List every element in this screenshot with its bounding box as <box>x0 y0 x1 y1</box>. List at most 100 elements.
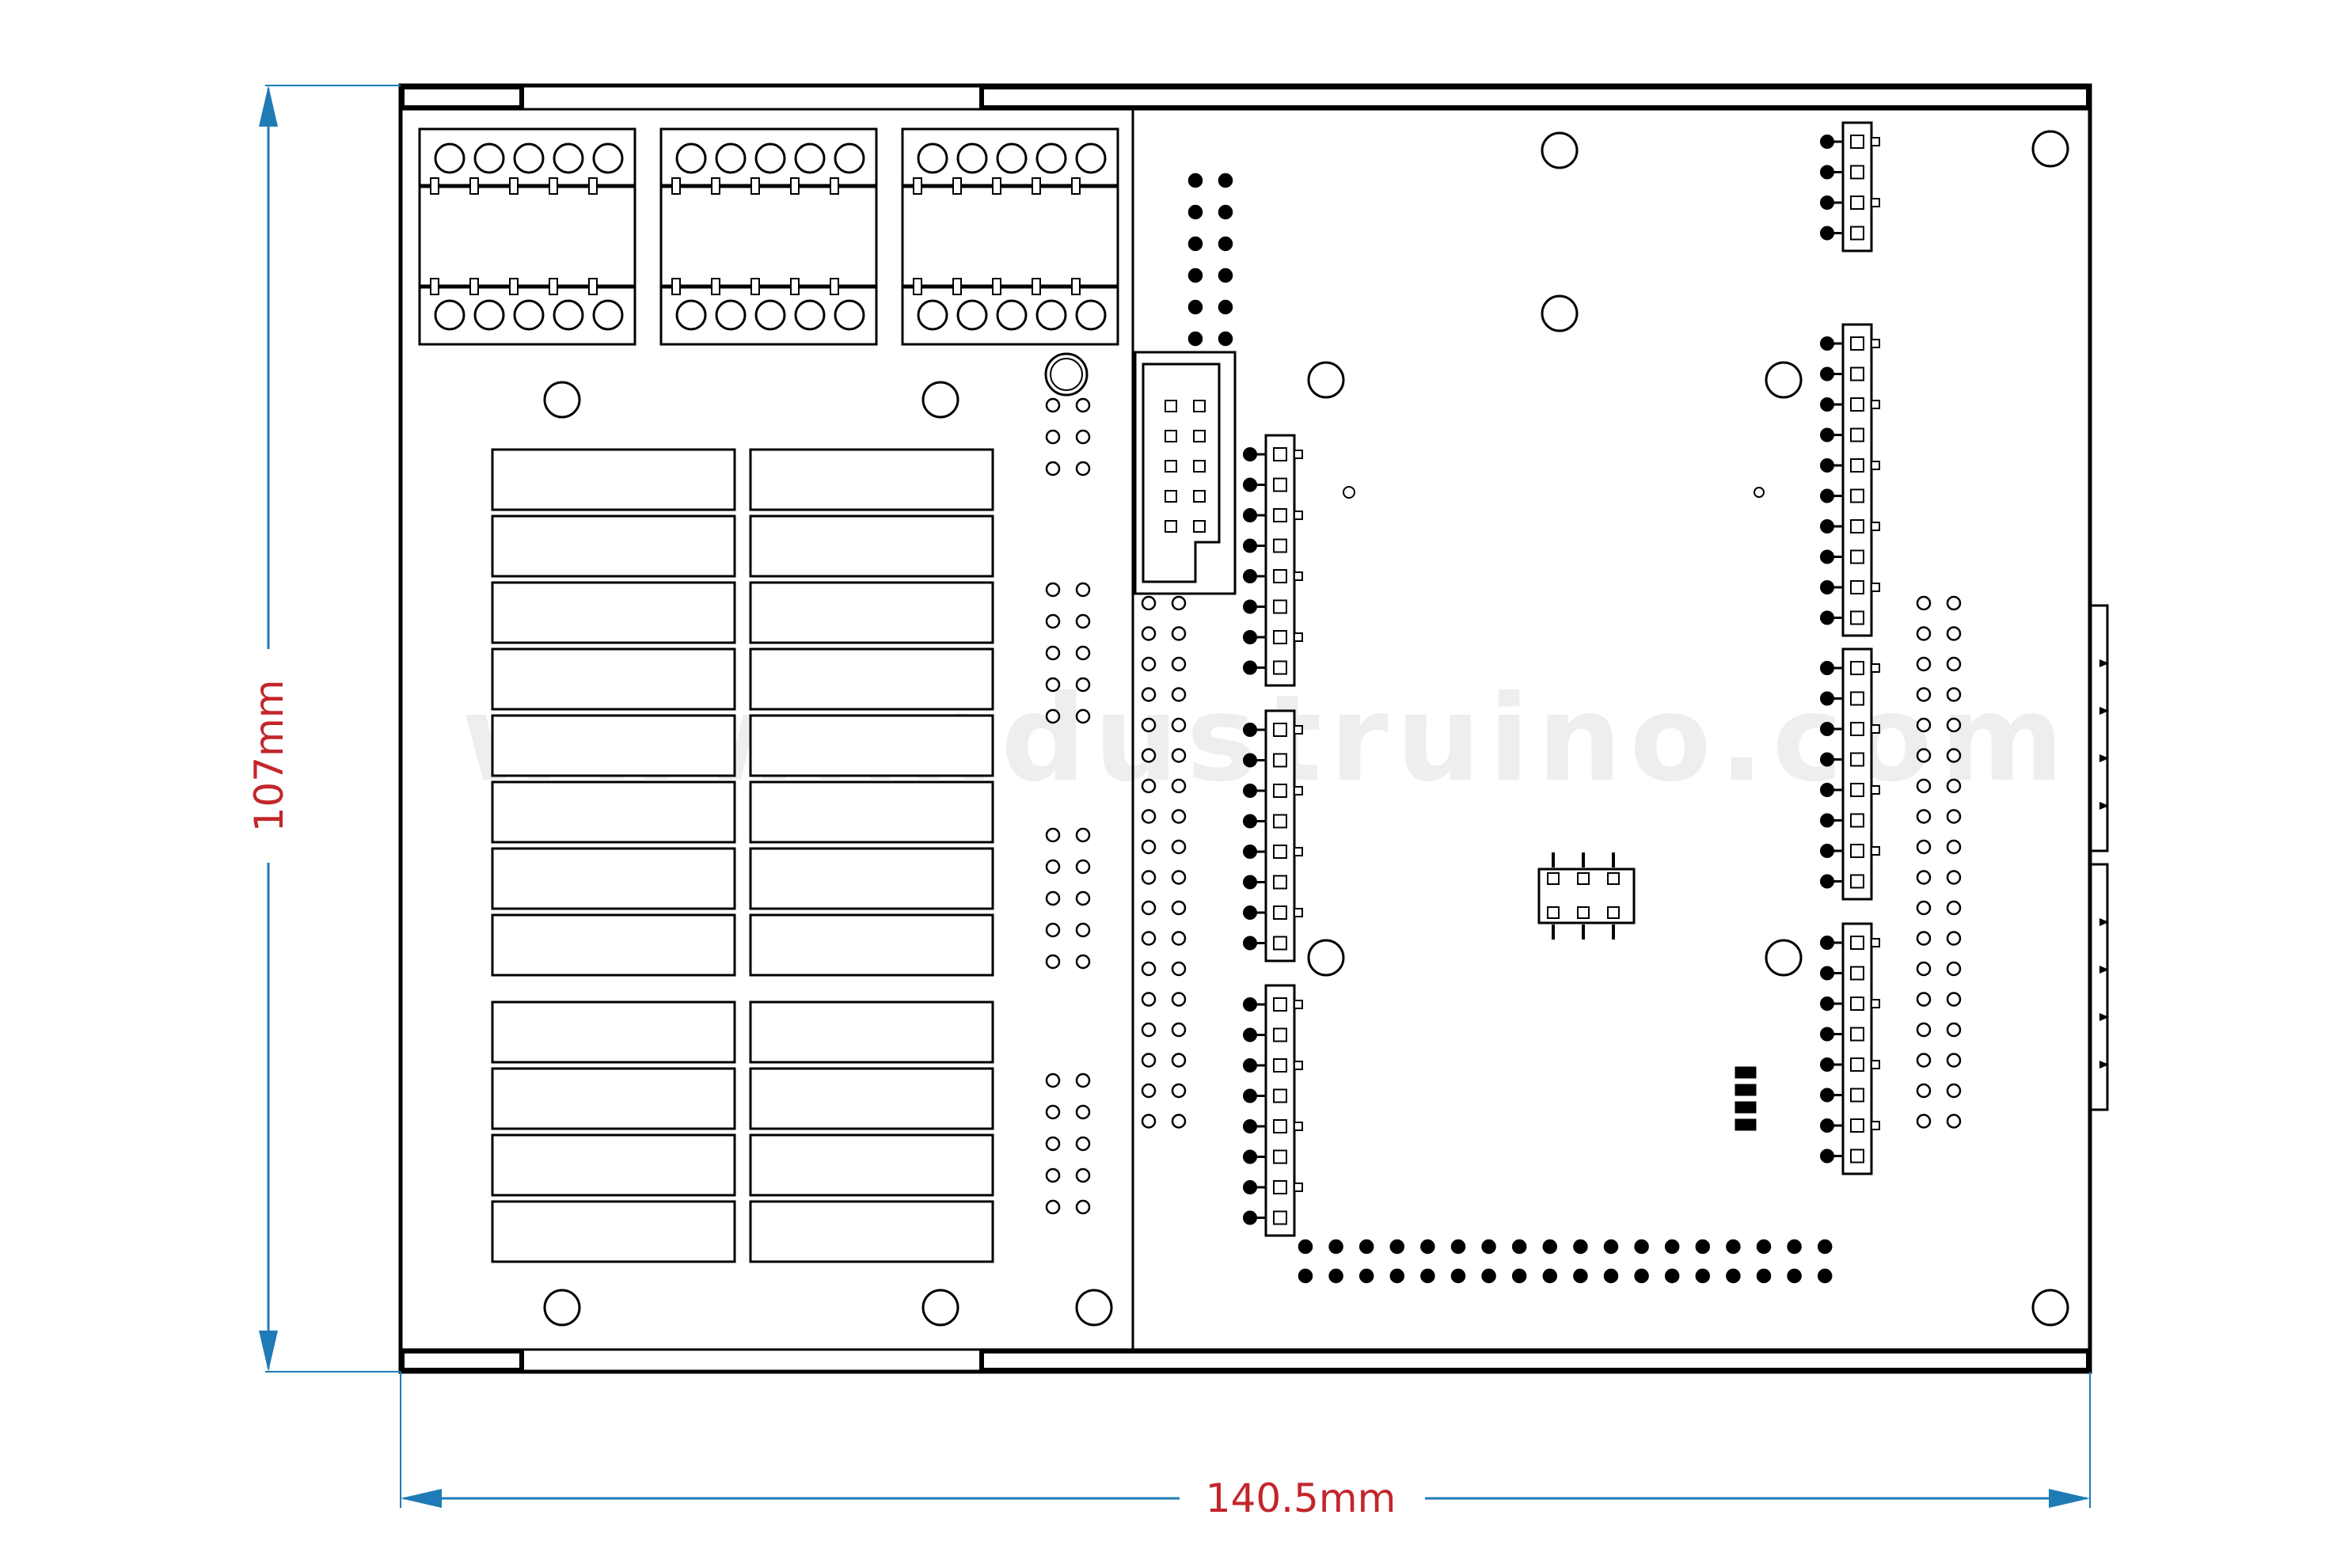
header-pad <box>1243 723 1257 737</box>
pad <box>1726 1268 1741 1284</box>
terminal-clip <box>830 278 839 295</box>
header-pad <box>1820 196 1834 210</box>
via-hole <box>1916 809 1932 824</box>
via-hole <box>1916 778 1932 794</box>
header-pad <box>1820 519 1834 533</box>
smd-led <box>1735 1084 1757 1096</box>
via-hole <box>1171 1114 1187 1129</box>
terminal-screw <box>996 142 1028 174</box>
header-pad <box>1243 477 1257 492</box>
via-hole <box>1045 1073 1061 1088</box>
via-hole <box>1946 626 1962 641</box>
mounting-hole <box>1075 1289 1113 1327</box>
relay <box>491 780 736 844</box>
pad <box>1218 204 1233 220</box>
terminal-screw <box>553 299 584 331</box>
height-dimension <box>259 85 401 1372</box>
pad <box>1664 1268 1680 1284</box>
via-hole <box>1045 708 1061 724</box>
header-pad <box>1243 508 1257 522</box>
header-pin <box>1850 844 1864 858</box>
terminal-screw <box>754 299 786 331</box>
relay-array <box>491 448 994 1263</box>
header-tab <box>1294 847 1303 856</box>
terminal-clip <box>750 278 760 295</box>
header-pin <box>1850 1057 1864 1072</box>
header-pin <box>1850 397 1864 412</box>
terminal-clip <box>992 278 1001 295</box>
via-hole <box>1141 809 1157 824</box>
header-pad <box>1243 905 1257 920</box>
via-hole <box>1141 1114 1157 1129</box>
header-pin <box>1850 549 1864 564</box>
header-tab <box>1294 1000 1303 1009</box>
header-pin <box>1850 691 1864 706</box>
terminal-screw <box>473 142 505 174</box>
via-hole <box>1171 900 1187 916</box>
header-pin <box>1850 488 1864 503</box>
header-pin <box>1273 723 1287 737</box>
header-pad <box>1243 784 1257 798</box>
header-pad <box>1820 1148 1834 1164</box>
header-pad <box>1820 135 1834 149</box>
header-pin <box>1850 135 1864 149</box>
header-pad <box>1243 753 1257 768</box>
smd-led <box>1735 1101 1757 1114</box>
terminal-clip <box>1071 278 1081 295</box>
header-tab <box>1871 724 1880 734</box>
header-tab <box>1871 339 1880 348</box>
header-pad <box>1243 1149 1257 1164</box>
terminal-screw <box>513 299 545 331</box>
header-pad <box>1243 936 1257 951</box>
terminal-screw <box>754 142 786 174</box>
header-pad <box>1243 1119 1257 1133</box>
mounting-hole <box>1541 131 1579 169</box>
via-hole <box>1045 1199 1061 1215</box>
header-pin <box>1273 1210 1287 1225</box>
terminal-screw <box>917 299 948 331</box>
pad <box>1218 299 1233 315</box>
terminal-clip <box>671 177 681 195</box>
idc-pin <box>1165 400 1177 412</box>
header-tab <box>1294 908 1303 917</box>
header-tab <box>1294 450 1303 459</box>
via-hole <box>1075 677 1091 693</box>
pad <box>1328 1268 1343 1284</box>
header-pad <box>1820 397 1834 412</box>
header-tab <box>1294 511 1303 520</box>
terminal-screw <box>834 142 865 174</box>
header-pad <box>1820 580 1834 594</box>
side-connector-arrow <box>2099 918 2109 926</box>
pad <box>1358 1268 1374 1284</box>
terminal-screw <box>1075 142 1107 174</box>
header-pin <box>1850 874 1864 889</box>
mounting-hole <box>1765 939 1803 977</box>
pad <box>1298 1268 1313 1284</box>
via-hole <box>1045 582 1061 598</box>
idc-pin <box>1193 400 1206 412</box>
terminal-screw <box>513 142 545 174</box>
via-hole <box>1141 870 1157 885</box>
via-hole <box>1075 1167 1091 1183</box>
mounting-hole <box>921 381 959 419</box>
via-hole <box>1141 992 1157 1007</box>
header-pad <box>1243 845 1257 859</box>
side-connector-arrow <box>2099 966 2109 974</box>
mounting-hole <box>1541 294 1579 332</box>
via-hole <box>1075 397 1091 413</box>
via-hole <box>1946 595 1962 611</box>
relay <box>491 847 736 910</box>
header-pin <box>1850 427 1864 442</box>
pad <box>1787 1239 1802 1255</box>
terminal-screw <box>715 299 747 331</box>
via-hole <box>1045 1136 1061 1152</box>
header-pad <box>1243 447 1257 461</box>
via-hole <box>1916 1083 1932 1099</box>
header-pin <box>1850 661 1864 675</box>
pad <box>1603 1239 1619 1255</box>
relay <box>749 1067 994 1130</box>
via-hole <box>1916 595 1932 611</box>
via-hole <box>1141 839 1157 855</box>
header-pad <box>1820 226 1834 241</box>
terminal-screw <box>715 142 747 174</box>
